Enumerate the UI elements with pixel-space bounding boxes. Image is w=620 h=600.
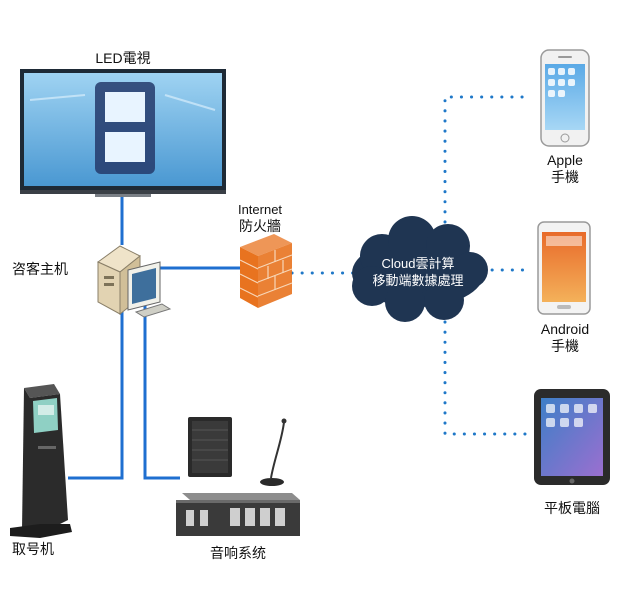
- link-cloud-tablet: [443, 320, 527, 436]
- wire-host-kiosk: [68, 305, 124, 480]
- apple-phone-label-line1: Apple: [547, 152, 583, 168]
- firewall-label-line2: 防火牆: [239, 218, 281, 234]
- tablet-icon: [534, 389, 610, 485]
- cloud-label: Cloud雲計算 移動端數據處理: [348, 255, 488, 289]
- apple-phone-label: Apple 手機: [525, 152, 605, 186]
- firewall-icon: [239, 234, 293, 308]
- led-tv-label: LED電視: [95, 50, 151, 66]
- audio-system-label: 音响系统: [210, 545, 266, 561]
- firewall-label-line1: Internet: [237, 202, 283, 217]
- android-phone-label: Android 手機: [522, 321, 608, 355]
- android-phone-label-line2: 手機: [551, 338, 579, 354]
- desktop-computer-icon: [97, 245, 172, 318]
- speaker-icon: [188, 417, 232, 477]
- wire-host-audio: [143, 305, 180, 480]
- led-tv-icon: [20, 69, 226, 197]
- smartphone-icon: [537, 221, 591, 315]
- cloud-icon: [352, 216, 488, 322]
- tablet-label: 平板電腦: [544, 500, 600, 516]
- ticket-kiosk-icon: [10, 384, 72, 538]
- amplifier-icon: [176, 493, 300, 536]
- link-cloud-apple: [443, 95, 527, 224]
- kiosk-label: 取号机: [12, 541, 54, 557]
- wireless-connections: [290, 95, 529, 436]
- microphone-icon: [260, 418, 287, 486]
- firewall-label: Internet 防火牆: [220, 201, 300, 235]
- cloud-label-line1: Cloud雲計算: [381, 256, 455, 271]
- wired-connections: [68, 197, 240, 480]
- cloud-label-line2: 移動端數據處理: [372, 273, 464, 288]
- android-phone-label-line1: Android: [540, 321, 590, 337]
- smartphone-icon: [540, 49, 590, 147]
- apple-phone-label-line2: 手機: [551, 169, 579, 185]
- host-label: 咨客主机: [12, 261, 68, 277]
